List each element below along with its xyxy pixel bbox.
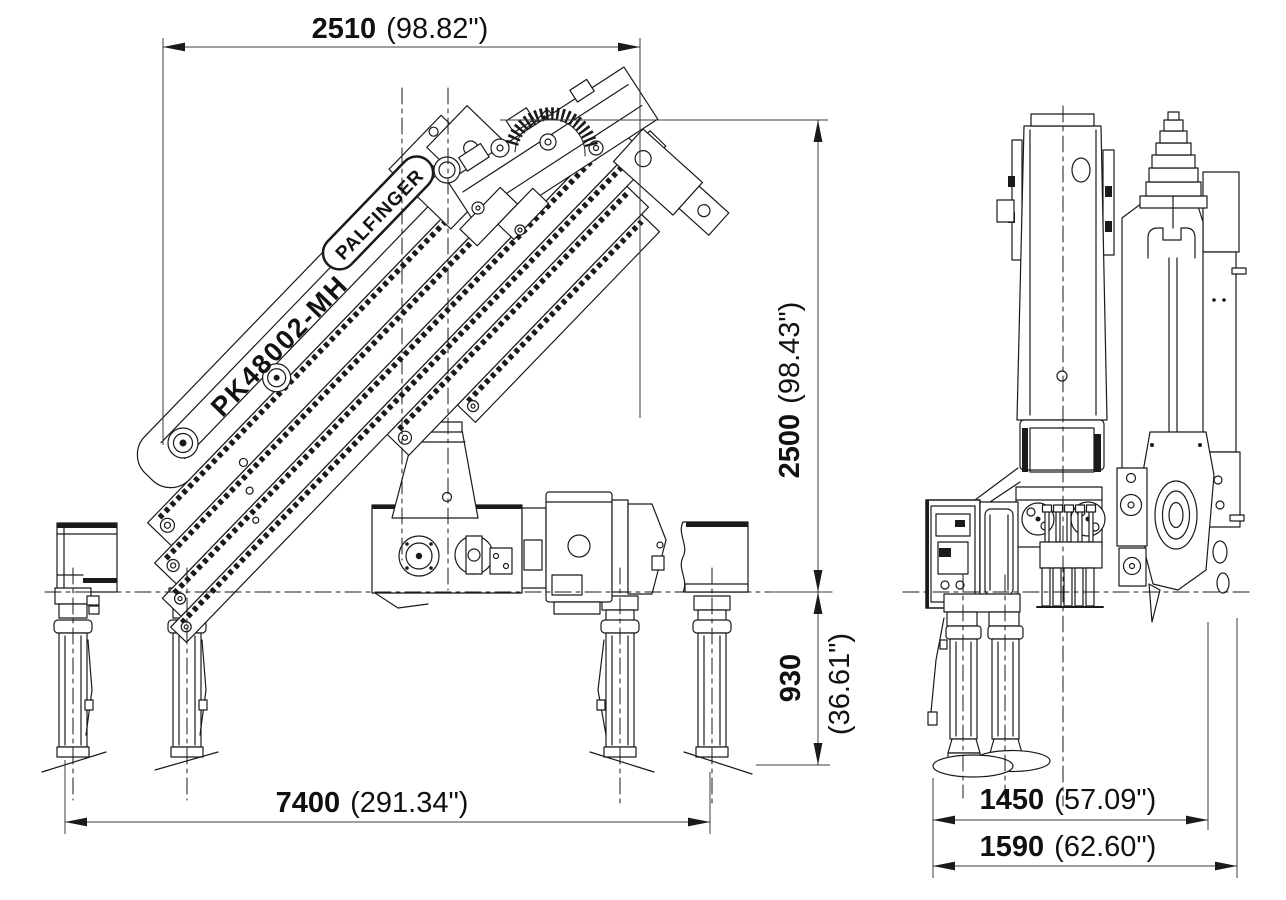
rear-boom [1121, 111, 1215, 623]
outrigger-pad [932, 754, 1014, 778]
boom-head [433, 66, 730, 247]
rear-view-centerlines [902, 105, 1253, 807]
outrigger-beam-right [680, 521, 749, 593]
svg-text:2500(98.43"): 2500(98.43") [774, 302, 806, 479]
arrow-right [618, 42, 640, 52]
arrow-down [813, 570, 823, 592]
dim-rear-width-inner: 1450(57.09") [932, 622, 1209, 878]
dim-ground-clearance: 930 (36.61") [756, 592, 856, 766]
dim-boom-projection: 2510(98.82") [162, 13, 641, 445]
arrow-right [1186, 815, 1208, 825]
stabilizer-leg-front-left [41, 587, 107, 773]
dim-outrigger-spread: 7400(291.34") [64, 760, 711, 834]
outrigger-beam-left [56, 522, 118, 593]
arrow-left [933, 861, 955, 871]
svg-text:2510(98.82"): 2510(98.82") [312, 13, 489, 45]
stabilizer-leg-rear-right [683, 595, 753, 775]
dim-height: 2500(98.43") [500, 119, 832, 593]
arrow-up [813, 592, 823, 614]
dimensions: 2510(98.82") 2500(98.43") 930 (36.61") [64, 13, 1238, 878]
side-view-drawing: PK48002-MH PALFINGER [41, 66, 833, 806]
arrow-left [163, 42, 185, 52]
arrow-right [688, 817, 710, 827]
svg-text:1450(57.09"): 1450(57.09") [980, 784, 1157, 816]
svg-text:(36.61"): (36.61") [824, 633, 856, 735]
arrow-left [933, 815, 955, 825]
side-view-centerlines [44, 87, 833, 806]
arrow-left [65, 817, 87, 827]
arrow-right [1215, 861, 1237, 871]
control-cabinet [545, 491, 667, 615]
arrow-down [813, 743, 823, 765]
svg-text:7400(291.34"): 7400(291.34") [276, 787, 469, 819]
boom-assembly: PK48002-MH PALFINGER [136, 105, 667, 643]
base-frame [371, 421, 547, 609]
arrow-up [813, 120, 823, 142]
rear-stabilizer-legs [927, 593, 1051, 778]
rear-base [974, 467, 1148, 587]
rear-console [925, 499, 1019, 609]
rear-column [996, 113, 1115, 473]
svg-text:1590(62.60"): 1590(62.60") [980, 831, 1157, 863]
svg-text:930: 930 [775, 654, 807, 702]
valve-bank [1036, 504, 1104, 608]
hose-guide-arc [505, 107, 599, 150]
rear-view-drawing [902, 105, 1253, 807]
dim-rear-width-outer: 1590(62.60") [933, 618, 1238, 878]
stabilizer-leg-rear-left [589, 595, 655, 773]
